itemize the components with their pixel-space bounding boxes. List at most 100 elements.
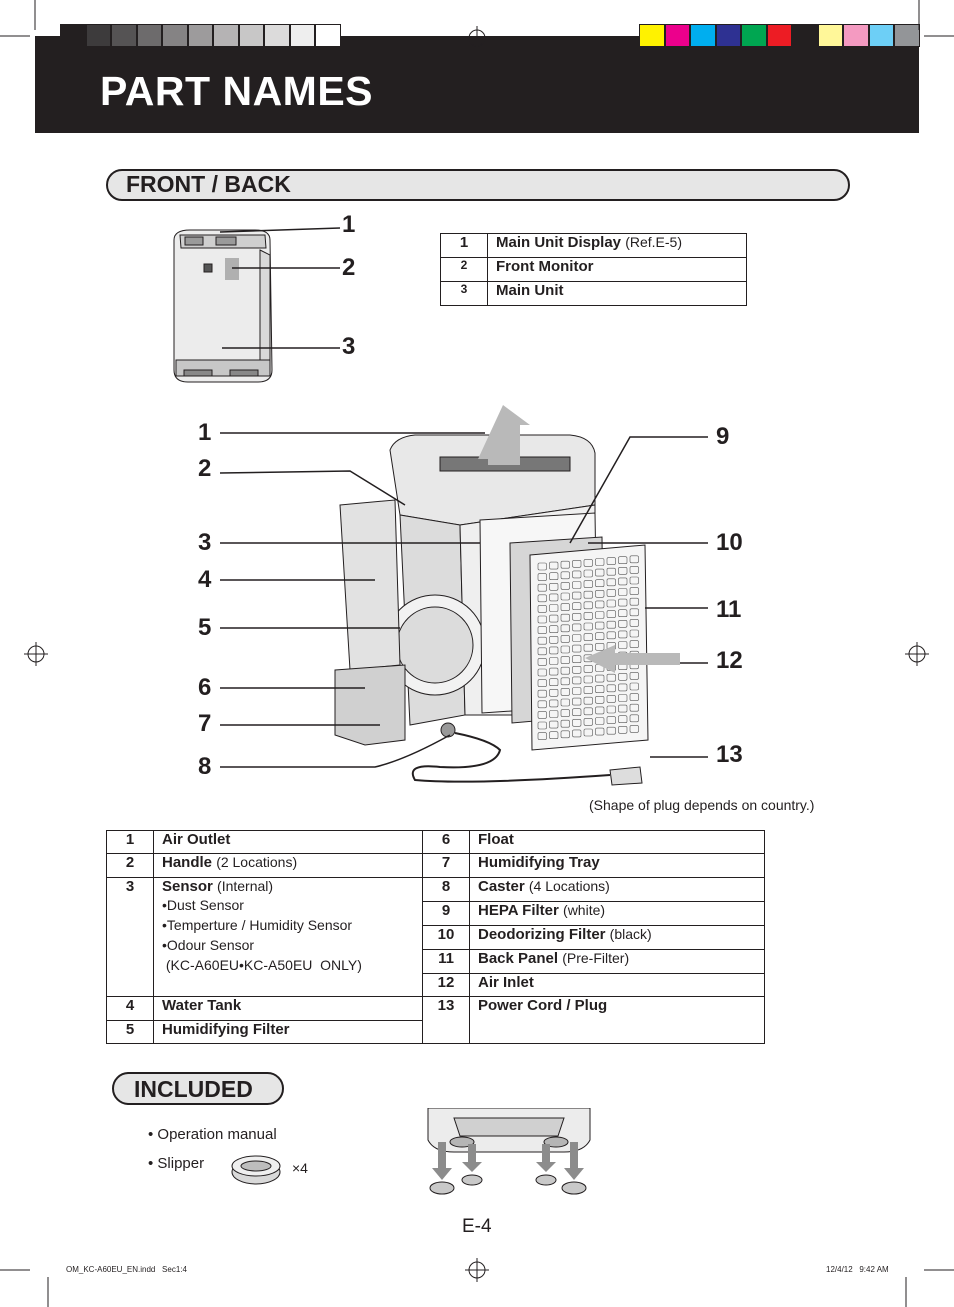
panel-grid-cell	[560, 645, 570, 654]
panel-grid-cell	[629, 682, 639, 691]
panel-grid-cell	[629, 703, 639, 712]
panel-grid-cell	[537, 573, 547, 581]
panel-grid-cell	[618, 588, 628, 596]
panel-grid-cell	[618, 577, 628, 586]
part-name: Humidifying Filter	[153, 1020, 423, 1044]
panel-grid-cell	[572, 570, 582, 579]
part-name: Air Inlet	[469, 973, 765, 997]
part-num: 1	[106, 830, 154, 854]
panel-grid-cell	[595, 611, 605, 619]
panel-grid-cell	[618, 672, 628, 681]
gray-swatch	[136, 24, 162, 47]
slipper-install-illustration	[427, 1108, 591, 1195]
panel-grid-cell	[629, 640, 639, 648]
panel-grid-cell	[618, 630, 628, 639]
front-part-name: Front Monitor	[487, 257, 747, 282]
panel-grid-cell	[583, 675, 593, 684]
sensor-sub-4: (KC-A60EU•KC-A50EU ONLY)	[162, 957, 362, 973]
included-item-slipper: • Slipper	[148, 1155, 205, 1172]
panel-grid-cell	[583, 696, 593, 705]
panel-grid-cell	[549, 625, 559, 633]
panel-grid-cell	[572, 665, 582, 674]
slipper-icon	[231, 1155, 281, 1185]
panel-grid-cell	[583, 728, 593, 737]
panel-grid-cell	[560, 656, 570, 664]
panel-grid-cell	[583, 707, 593, 716]
front-part-num: 1	[440, 233, 488, 258]
panel-grid-cell	[583, 686, 593, 694]
callout-4: 4	[198, 566, 212, 593]
panel-grid-cell	[537, 594, 547, 603]
panel-grid-cell	[595, 727, 605, 736]
panel-grid-cell	[549, 646, 559, 655]
front-part-num: 2	[440, 257, 488, 282]
part-name: Handle (2 Locations)	[153, 853, 423, 878]
panel-grid-cell	[583, 665, 593, 673]
part-name: Deodorizing Filter (black)	[469, 925, 765, 950]
process-swatch	[894, 24, 920, 47]
callout-2: 2	[198, 455, 212, 482]
part-num: 11	[422, 949, 470, 974]
gray-swatch	[264, 24, 290, 47]
sensor-sub-1: •Dust Sensor	[162, 897, 244, 913]
panel-grid-cell	[629, 725, 639, 733]
panel-grid-cell	[618, 704, 628, 713]
panel-grid-cell	[572, 634, 582, 642]
gray-swatch	[60, 24, 86, 47]
panel-grid-cell	[606, 599, 616, 608]
panel-grid-cell	[537, 562, 547, 571]
panel-grid-cell	[549, 731, 559, 740]
panel-grid-cell	[549, 572, 559, 580]
part-num: 7	[422, 853, 470, 878]
panel-grid-cell	[572, 676, 582, 685]
panel-grid-cell	[629, 597, 639, 606]
panel-grid-cell	[595, 695, 605, 704]
part-name: Power Cord / Plug	[469, 996, 765, 1044]
panel-grid-cell	[629, 672, 639, 680]
sensor-sub-2: •Temperture / Humidity Sensor	[162, 917, 353, 933]
callout-10: 10	[716, 529, 743, 556]
panel-grid-cell	[549, 688, 559, 697]
panel-grid-cell	[606, 631, 616, 640]
callout-1: 1	[198, 419, 212, 446]
front-unit-illustration	[173, 227, 341, 383]
panel-grid-cell	[595, 674, 605, 683]
panel-grid-cell	[618, 609, 628, 617]
panel-grid-cell	[560, 571, 570, 580]
panel-grid-cell	[572, 655, 582, 664]
panel-grid-cell	[583, 633, 593, 641]
panel-grid-cell	[572, 687, 582, 695]
part-num: 2	[106, 853, 154, 878]
panel-grid-cell	[583, 580, 593, 588]
panel-grid-cell	[549, 699, 559, 708]
process-swatch	[766, 24, 792, 47]
panel-grid-cell	[572, 591, 582, 600]
panel-grid-cell	[595, 685, 605, 694]
part-num: 5	[106, 1020, 154, 1044]
panel-grid-cell	[537, 626, 547, 634]
panel-grid-cell	[606, 610, 616, 618]
panel-grid-cell	[572, 613, 582, 621]
sensor-sub-3: •Odour Sensor	[162, 937, 255, 953]
panel-grid-cell	[537, 732, 547, 740]
gray-swatch	[238, 24, 264, 47]
part-name: Caster (4 Locations)	[469, 877, 765, 902]
panel-grid-cell	[560, 582, 570, 590]
panel-grid-cell	[606, 673, 616, 682]
part-num: 9	[422, 901, 470, 926]
panel-grid-cell	[618, 598, 628, 607]
panel-grid-cell	[560, 730, 570, 739]
panel-grid-cell	[537, 583, 547, 592]
part-num: 6	[422, 830, 470, 854]
front-part-name: Main Unit	[487, 281, 747, 306]
panel-grid-cell	[629, 608, 639, 617]
panel-grid-cell	[618, 556, 628, 564]
panel-grid-cell	[537, 605, 547, 613]
panel-grid-cell	[537, 689, 547, 698]
process-swatch	[868, 24, 894, 47]
panel-grid-cell	[595, 568, 605, 577]
part-name: Water Tank	[153, 996, 423, 1021]
panel-grid-cell	[583, 718, 593, 726]
panel-grid-cell	[629, 555, 639, 564]
